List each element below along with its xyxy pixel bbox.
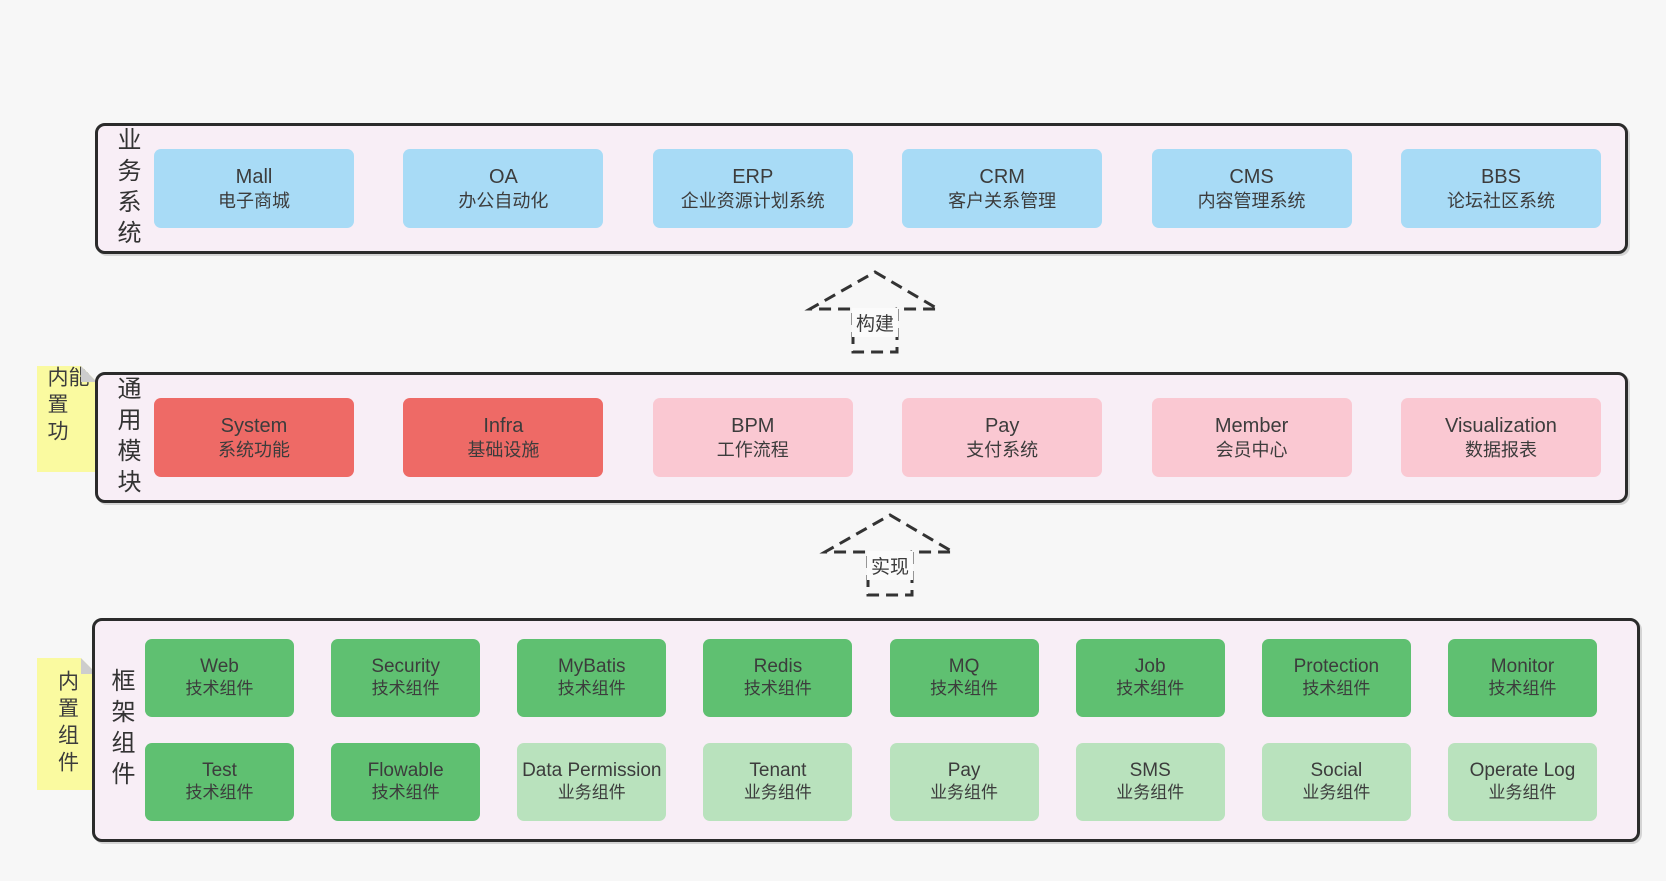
box-social: Social 业务组件 [1261,743,1411,821]
box-flowable: Flowable 技术组件 [331,743,481,821]
box-erp: ERP 企业资源计划系统 [652,149,853,228]
box-mq: MQ 技术组件 [889,639,1039,717]
arrow-build: 构建 [800,262,950,357]
box-bbs: BBS 论坛社区系统 [1400,149,1601,228]
sticky-note-builtin-components: 内置组件 [37,658,97,790]
arrow-up-icon [804,270,944,354]
box-web: Web 技术组件 [145,639,294,717]
box-security: Security 技术组件 [331,639,481,717]
box-monitor: Monitor 技术组件 [1447,639,1597,717]
box-cms: CMS 内容管理系统 [1151,149,1352,228]
box-pay-component: Pay 业务组件 [889,743,1039,821]
sticky-note-builtin-features: 内置功能 [37,366,97,472]
box-job: Job 技术组件 [1075,639,1225,717]
framework-components-row-1: Web 技术组件 Security 技术组件 MyBatis 技术组件 Redi… [145,639,1597,717]
panel-common-modules: 通用模块 System 系统功能 Infra 基础设施 BPM 工作流程 Pay [95,372,1628,503]
box-mall: Mall 电子商城 [154,149,354,228]
box-pay-system: Pay 支付系统 [902,398,1103,477]
panel-label-business-systems: 业务系统 [113,126,140,251]
box-system: System 系统功能 [154,398,354,477]
arrow-implement-label: 实现 [866,551,914,580]
box-data-permission: Data Permission 业务组件 [517,743,667,821]
panel-label-common-modules: 通用模块 [113,375,140,500]
box-oa: OA 办公自动化 [403,149,604,228]
box-infra: Infra 基础设施 [403,398,604,477]
arrow-implement: 实现 [815,505,965,600]
common-modules-row: System 系统功能 Infra 基础设施 BPM 工作流程 Pay 支付系统… [154,398,1601,477]
box-protection: Protection 技术组件 [1261,639,1411,717]
sticky-fold-icon [81,366,97,382]
box-crm: CRM 客户关系管理 [902,149,1103,228]
box-bpm: BPM 工作流程 [652,398,853,477]
box-member: Member 会员中心 [1151,398,1352,477]
panel-business-systems: 业务系统 Mall 电子商城 OA 办公自动化 ERP 企业资源计划系统 CRM [95,123,1628,254]
box-test: Test 技术组件 [145,743,294,821]
box-mybatis: MyBatis 技术组件 [517,639,667,717]
arrow-build-label: 构建 [851,308,899,337]
box-redis: Redis 技术组件 [703,639,853,717]
arrow-up-icon [819,513,959,597]
box-visualization: Visualization 数据报表 [1400,398,1601,477]
panel-label-framework-components: 框架组件 [107,668,134,792]
box-sms: SMS 业务组件 [1075,743,1225,821]
box-tenant: Tenant 业务组件 [703,743,853,821]
business-systems-row: Mall 电子商城 OA 办公自动化 ERP 企业资源计划系统 CRM 客户关系… [154,149,1601,228]
sticky-text: 内置组件 [55,670,79,778]
framework-components-row-2: Test 技术组件 Flowable 技术组件 Data Permission … [145,743,1597,821]
panel-framework-components: 框架组件 Web 技术组件 Security 技术组件 MyBatis 技术组件… [92,618,1640,842]
box-operate-log: Operate Log 业务组件 [1447,743,1597,821]
